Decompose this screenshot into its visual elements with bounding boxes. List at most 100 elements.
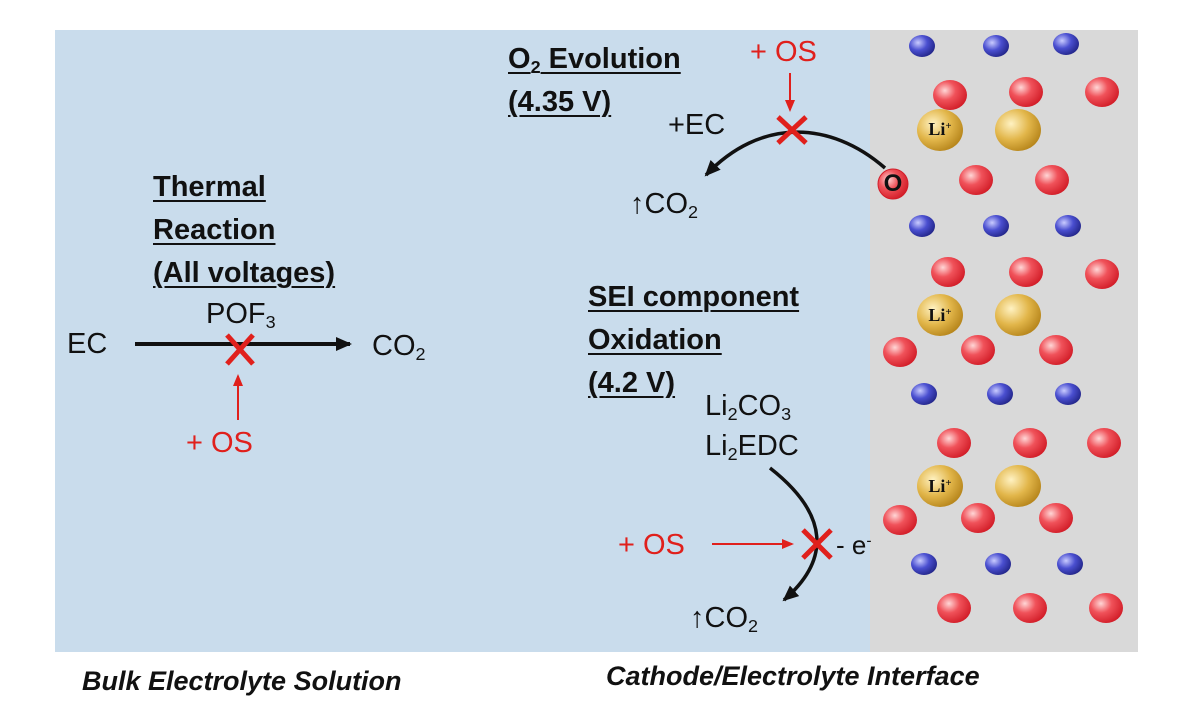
thermal-block-cross [225, 333, 255, 366]
surface-oxygen-label: O [883, 170, 903, 197]
sei-electron-text: - e [836, 530, 867, 560]
thermal-catalyst-subscript: 3 [265, 312, 276, 333]
lithium-label-2-charge: + [945, 306, 952, 319]
o2-product: ↑CO2 [630, 188, 698, 223]
thermal-catalyst-formula: POF [206, 298, 266, 330]
lithium-label-3-symbol: Li [928, 476, 946, 496]
sei-voltage: (4.2 V) [588, 367, 676, 399]
metal-atom-6 [1055, 215, 1081, 237]
lithium-label-1-charge: + [945, 120, 952, 133]
sei-oxidation-arrow [768, 466, 819, 602]
oxygen-atom-11 [1039, 335, 1073, 365]
sei-species1-co: CO [737, 390, 782, 422]
oxygen-atom-4 [959, 165, 993, 195]
o2-title-formula: O [508, 43, 531, 75]
metal-atom-2 [983, 35, 1009, 57]
thermal-catalyst: POF3 [206, 298, 276, 333]
lithium-atom-4 [995, 294, 1041, 336]
sei-electron-loss: - e- [836, 532, 872, 558]
thermal-product-subscript: 2 [415, 344, 426, 365]
o2-title: O2 Evolution [508, 43, 681, 78]
metal-atom-11 [985, 553, 1011, 575]
o2-voltage: (4.35 V) [508, 86, 612, 118]
oxygen-atom-15 [883, 505, 917, 535]
oxygen-atom-3 [1085, 77, 1119, 107]
metal-atom-9 [1055, 383, 1081, 405]
sei-product-up-arrow: ↑ [690, 602, 705, 634]
metal-atom-8 [987, 383, 1013, 405]
sei-os-label: + OS [618, 529, 685, 561]
caption-bulk-electrolyte: Bulk Electrolyte Solution [82, 666, 402, 696]
lithium-label-2-symbol: Li [928, 305, 946, 325]
metal-atom-1 [909, 35, 935, 57]
thermal-title-line3: (All voltages) [153, 257, 336, 289]
sei-product-subscript: 2 [748, 616, 758, 637]
caption-cathode-interface: Cathode/Electrolyte Interface [606, 661, 980, 691]
oxygen-atom-8 [1085, 259, 1119, 289]
oxygen-atom-17 [1039, 503, 1073, 533]
o2-os-label: + OS [750, 36, 817, 68]
sei-species1-li: Li [705, 390, 728, 422]
oxygen-atom-18 [937, 593, 971, 623]
thermal-title-line2: Reaction [153, 214, 276, 246]
oxygen-atom-14 [1087, 428, 1121, 458]
sei-species1-subscript2: 3 [781, 404, 792, 425]
lithium-label-3: Li+ [918, 477, 962, 495]
oxygen-atom-1 [933, 80, 967, 110]
o2-reagent: +EC [668, 109, 726, 141]
thermal-product: CO2 [372, 330, 426, 365]
cathode-lattice [877, 33, 1123, 623]
oxygen-atom-2 [1009, 77, 1043, 107]
oxygen-atom-12 [937, 428, 971, 458]
lithium-atom-5 [917, 465, 963, 507]
lithium-atom-1 [917, 109, 963, 151]
metal-atom-5 [983, 215, 1009, 237]
lithium-label-3-charge: + [945, 477, 952, 490]
sei-species1-subscript1: 2 [727, 404, 738, 425]
oxygen-atom-9 [883, 337, 917, 367]
oxygen-atom-19 [1013, 593, 1047, 623]
sei-species2-subscript: 2 [727, 444, 738, 465]
o2-product-formula: CO [644, 188, 689, 220]
oxygen-atom-10 [961, 335, 995, 365]
o2-title-text: Evolution [540, 43, 681, 75]
sei-species-li2edc: Li2EDC [705, 430, 799, 465]
oxygen-atom-20 [1089, 593, 1123, 623]
thermal-product-formula: CO [372, 330, 416, 362]
sei-species-li2co3: Li2CO3 [705, 390, 792, 425]
metal-atom-12 [1057, 553, 1083, 575]
solution-region [55, 30, 870, 652]
surface-oxygen-atom [877, 168, 909, 200]
sei-product: ↑CO2 [690, 602, 758, 637]
oxygen-atom-6 [931, 257, 965, 287]
sei-electron-superscript: - [866, 532, 872, 550]
sei-species2-edc: EDC [737, 430, 799, 462]
oxygen-atom-7 [1009, 257, 1043, 287]
sei-product-formula: CO [704, 602, 749, 634]
oxygen-atom-16 [961, 503, 995, 533]
thermal-reactant: EC [67, 328, 108, 360]
sei-title-line2: Oxidation [588, 324, 722, 356]
o2-product-subscript: 2 [688, 202, 698, 223]
metal-atom-4 [909, 215, 935, 237]
sei-title-line1: SEI component [588, 281, 800, 313]
oxygen-atom-5 [1035, 165, 1069, 195]
metal-atom-3 [1053, 33, 1079, 55]
thermal-os-label: + OS [186, 427, 253, 459]
o2-title-subscript: 2 [530, 57, 541, 78]
oxygen-atom-13 [1013, 428, 1047, 458]
lithium-atom-3 [917, 294, 963, 336]
sei-species2-li: Li [705, 430, 728, 462]
lithium-label-2: Li+ [918, 306, 962, 324]
o2-product-up-arrow: ↑ [630, 188, 645, 220]
o2-block-cross [776, 115, 808, 145]
lithium-atom-2 [995, 109, 1041, 151]
sei-block-cross [801, 528, 833, 560]
lithium-atom-6 [995, 465, 1041, 507]
lithium-label-1: Li+ [918, 120, 962, 138]
metal-atom-10 [911, 553, 937, 575]
thermal-title-line1: Thermal [153, 171, 266, 203]
lithium-label-1-symbol: Li [928, 119, 946, 139]
metal-atom-7 [911, 383, 937, 405]
